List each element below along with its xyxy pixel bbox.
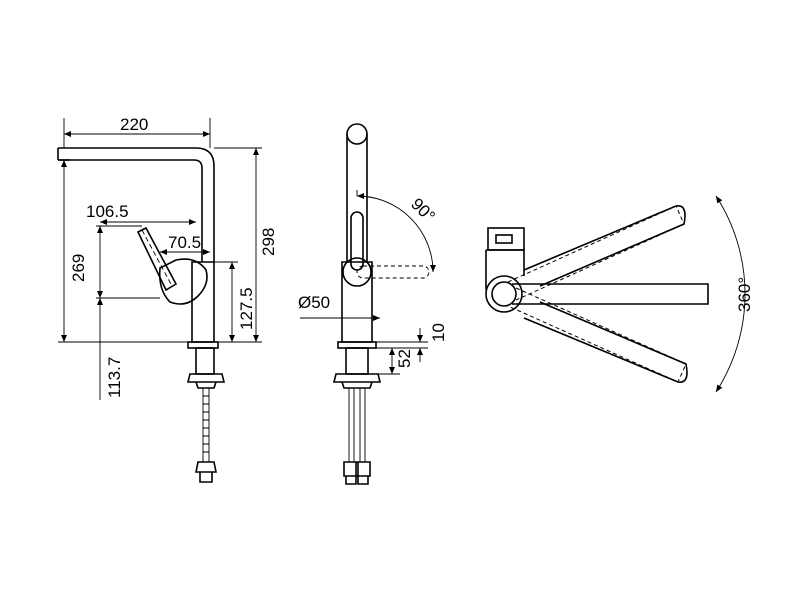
- deck-base: [187, 341, 219, 349]
- top-body-outline: [485, 249, 525, 290]
- spout-top-circle: [346, 123, 368, 145]
- threaded-rod: [202, 388, 210, 462]
- dim-below-113-7: 113.7: [105, 357, 124, 398]
- top-body-outer: [485, 275, 523, 313]
- front-rods: [348, 388, 366, 462]
- top-body-inner: [491, 281, 517, 307]
- front-fittings: [343, 461, 371, 485]
- top-lever-box: [487, 227, 525, 251]
- spout-outline: [58, 147, 215, 262]
- dim-diameter-50: Ø50: [298, 293, 330, 312]
- lever-joint: [158, 258, 208, 305]
- dim-height-269: 269: [69, 254, 88, 282]
- front-nut: [332, 373, 382, 389]
- dim-base-10: 10: [429, 323, 448, 342]
- dim-lever-height-127-5: 127.5: [237, 287, 256, 330]
- mounting-nut: [186, 373, 226, 389]
- front-body: [341, 261, 373, 343]
- hose-fitting: [195, 461, 217, 483]
- top-spout-straight: [512, 283, 709, 305]
- top-spout-rotated-up: [507, 205, 685, 301]
- dim-lever-reach-106-5: 106.5: [86, 202, 129, 221]
- front-shank: [345, 347, 369, 375]
- lever-centerline: [141, 229, 173, 287]
- below-deck-shank: [195, 347, 215, 375]
- spout-tip: [57, 148, 70, 161]
- dim-width-220: 220: [120, 115, 148, 134]
- front-deck-base: [337, 341, 377, 349]
- top-view: 360°: [485, 195, 754, 393]
- faucet-body: [191, 261, 215, 343]
- dim-offset-70-5: 70.5: [168, 233, 201, 252]
- top-spout-up-solid: [523, 205, 686, 287]
- top-spout-down-solid: [523, 301, 688, 383]
- dim-rotation-360: 360°: [735, 277, 754, 312]
- dim-shank-52: 52: [395, 349, 414, 368]
- dim-height-298: 298: [259, 228, 278, 256]
- top-lever-slot: [495, 234, 513, 244]
- spout-riser: [346, 134, 368, 262]
- front-lever-rotated: [356, 265, 430, 279]
- top-spout-rotated-down: [507, 287, 687, 383]
- side-view: 220 269 106.5 70.5 298 127.5 113.7: [57, 115, 278, 483]
- lever-handle: [136, 226, 178, 292]
- front-view: 90° Ø50 10 52: [298, 123, 448, 485]
- dim-angle-90: 90°: [407, 194, 439, 226]
